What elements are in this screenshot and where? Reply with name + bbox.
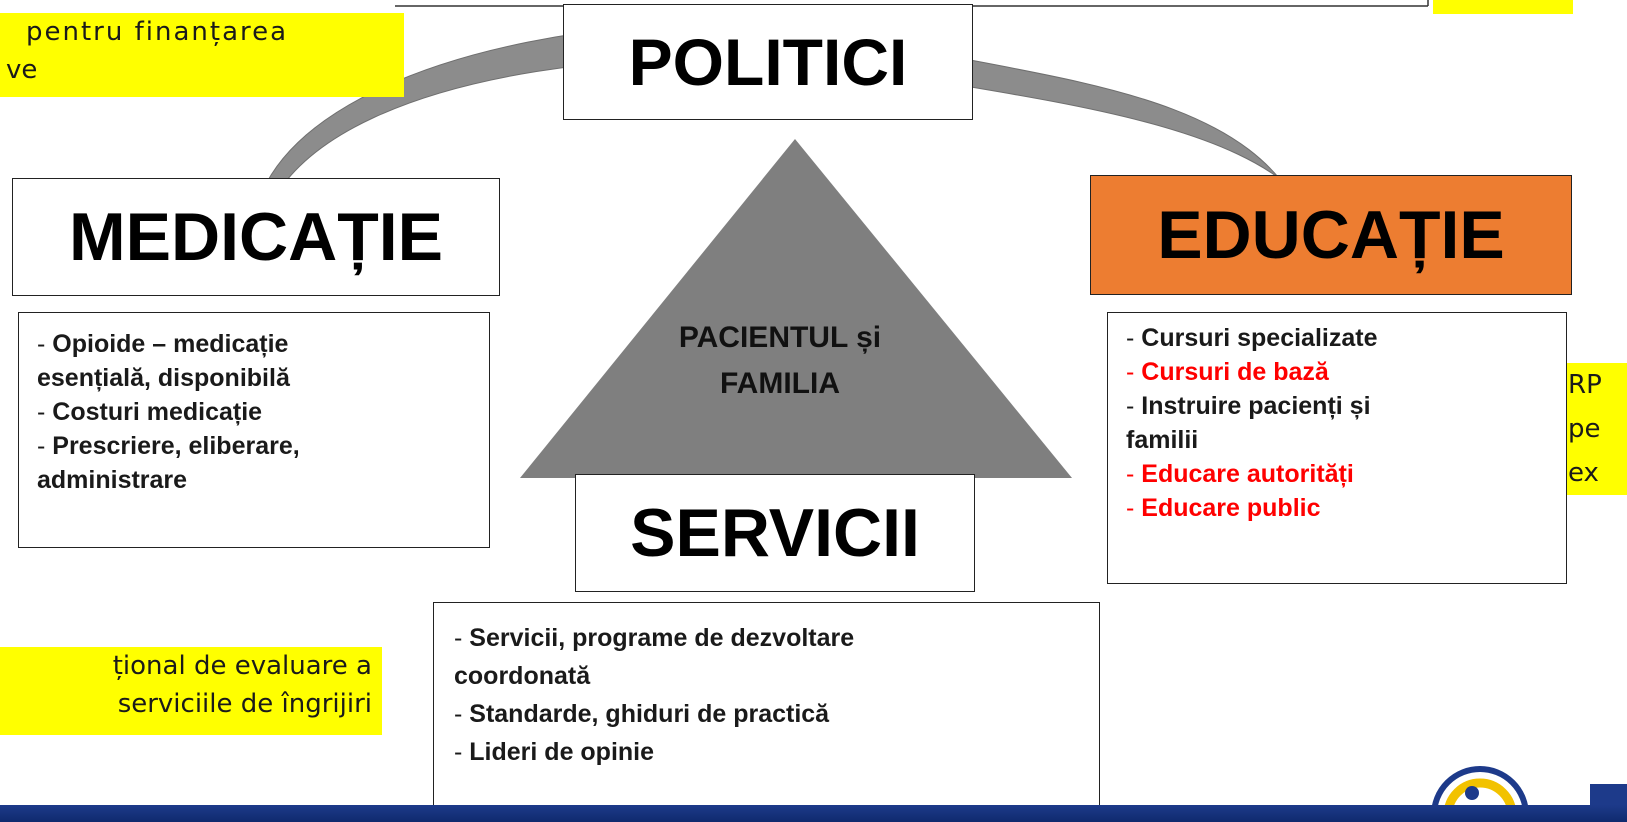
educatie-list: - Cursuri specializate - Cursuri de bază… — [1107, 312, 1567, 584]
list-item: - Cursuri specializate — [1126, 324, 1378, 352]
medicatie-box: MEDICAȚIE — [12, 178, 500, 296]
list-item: - Educare public — [1126, 494, 1321, 522]
list-item: - Standarde, ghiduri de practică — [454, 700, 830, 728]
servicii-title: SERVICII — [630, 495, 920, 571]
highlight-bottom-left-line2: serviciile de îngrijiri — [117, 689, 372, 719]
highlight-bottom-left: țional de evaluare a serviciile de îngri… — [0, 647, 382, 735]
list-item: - Costuri medicație — [37, 398, 263, 426]
list-item-cont: administrare — [37, 466, 188, 494]
medicatie-title: MEDICAȚIE — [69, 199, 443, 275]
politici-title: POLITICI — [628, 25, 908, 99]
list-item-cont: familii — [1126, 426, 1199, 454]
list-item: - Instruire pacienți și — [1126, 392, 1371, 420]
highlight-top-left-line1: pentru finanțarea — [26, 17, 289, 47]
list-item: - Lideri de opinie — [454, 738, 655, 766]
triangle-label-line2: FAMILIA — [720, 367, 840, 400]
educatie-box: EDUCAȚIE — [1090, 175, 1572, 295]
highlight-right-line1: RP — [1568, 370, 1602, 400]
highlight-right-line3: ex — [1568, 458, 1599, 488]
list-item: - Cursuri de bază — [1126, 358, 1329, 386]
highlight-top-right — [1433, 0, 1573, 14]
medicatie-list: - Opioide – medicație esențială, disponi… — [18, 312, 490, 548]
highlight-top-left-line2: ve — [6, 55, 38, 85]
triangle-label-line1: PACIENTUL și — [678, 321, 882, 354]
footer-bar — [0, 805, 1627, 822]
educatie-title: EDUCAȚIE — [1157, 197, 1505, 273]
highlight-right: RP pe ex — [1560, 363, 1627, 495]
highlight-right-line2: pe — [1568, 414, 1601, 444]
patient-triangle — [520, 139, 1072, 478]
list-item: - Prescriere, eliberare, — [37, 432, 300, 460]
highlight-top-left: pentru finanțarea ve — [0, 13, 404, 97]
list-item: - Opioide – medicație — [37, 330, 289, 358]
highlight-bottom-left-line1: țional de evaluare a — [112, 651, 372, 681]
servicii-list: - Servicii, programe de dezvoltare coord… — [433, 602, 1100, 822]
servicii-box: SERVICII — [575, 474, 975, 592]
list-item: - Servicii, programe de dezvoltare — [454, 624, 855, 652]
list-item-cont: coordonată — [454, 662, 591, 690]
triangle-label: PACIENTUL și FAMILIA — [600, 315, 960, 407]
list-item: - Educare autorități — [1126, 460, 1354, 488]
politici-box: POLITICI — [563, 4, 973, 120]
list-item-cont: esențială, disponibilă — [37, 364, 290, 392]
